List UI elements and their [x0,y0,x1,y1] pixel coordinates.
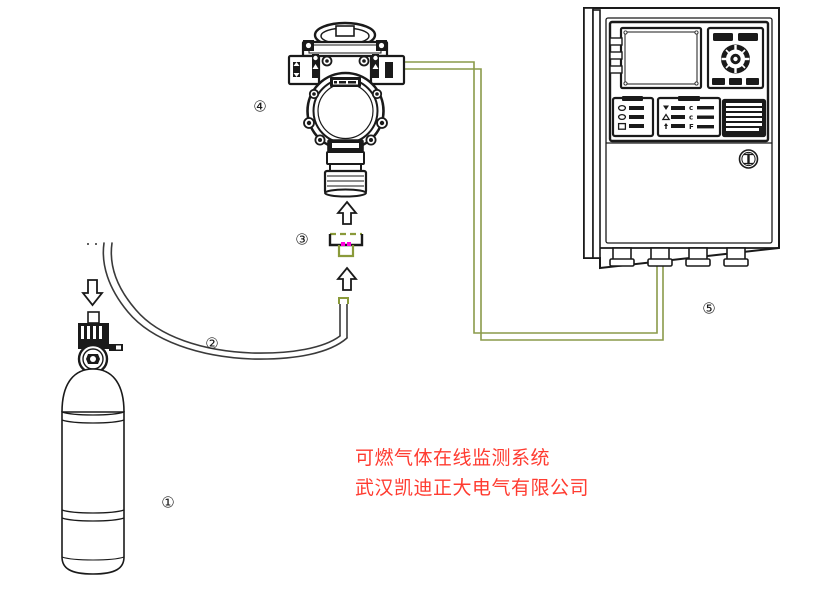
cylinder-shoulder [61,368,125,413]
cylinder-outlet-nipple [87,311,100,324]
gas-detector[interactable] [287,21,406,198]
callout-2: ② [205,335,218,353]
callout-3-label: ③ [295,231,308,249]
gas-hose [102,242,348,360]
detector-sensor-cap-ridges [327,175,364,187]
gas-cylinder[interactable] [61,243,125,575]
door-lock[interactable] [738,149,759,169]
detector-bracket-corners [303,40,387,51]
caption-block: 可燃气体在线监测系统 武汉凯迪正大电气有限公司 [355,447,589,499]
lcd-display[interactable] [619,26,703,90]
panel-side-tabs [609,37,623,74]
cylinder-body [61,411,125,575]
cylinder-base-edge [61,556,125,561]
cylinder-band-lower [61,509,125,522]
callout-5-label: ⑤ [702,300,715,318]
arrow-adapter-to-detector [336,200,358,225]
callout-1-label: ① [161,494,174,512]
svg-text:F: F [689,123,694,131]
adapter-stem [337,245,355,258]
signal-cable [403,61,664,341]
adapter-seal-mark-right [347,242,351,246]
svg-text:c: c [689,104,693,112]
gas-hose-olive-tip [338,297,349,304]
detector-lower-hub [327,139,364,153]
keypad-module[interactable] [706,26,765,90]
cable-glands [609,247,749,267]
indicator-panel-middle: c c F [656,96,722,138]
detector-clamp-bolts [321,55,370,67]
detector-body [306,71,385,151]
indicator-panel-left [611,96,655,138]
cylinder-side-port [109,344,123,351]
navigation-wheel[interactable] [721,44,750,74]
keypad-button-top-right[interactable] [738,33,758,41]
callout-3: ③ [295,231,308,249]
detector-support-posts [312,54,379,78]
cable-gland-3 [685,247,711,267]
gas-hose-end-segment [339,304,348,338]
adapter-seal-mark-left [341,242,345,246]
cylinder-hose-stub [87,243,97,245]
cylinder-band-upper [61,411,125,424]
caption-line-2: 武汉凯迪正大电气有限公司 [355,477,589,499]
detector-sensor-neck [326,151,365,172]
keypad-button-bottom-1[interactable] [712,78,725,85]
keypad-button-bottom-2[interactable] [729,78,742,85]
arrow-hose-to-adapter [336,266,358,291]
detector-label-badge [330,77,361,87]
detector-junction-box-right [369,54,406,86]
arrow-cylinder-connect [81,279,104,307]
cable-gland-1 [609,247,635,267]
keypad-button-top-left[interactable] [713,33,733,41]
callout-2-label: ② [205,335,218,353]
speaker-grille [721,98,767,138]
cable-gland-2 [647,247,673,267]
control-panel[interactable]: c c F [583,7,780,270]
callout-4-label: ④ [253,98,266,116]
callout-1: ① [161,494,174,512]
keypad-button-bottom-3[interactable] [746,78,759,85]
detector-sensor-opening [324,188,367,198]
callout-5: ⑤ [702,300,715,318]
panel-hinge-strip [583,7,601,259]
cable-gland-4 [723,247,749,267]
cylinder-valve-handwheel[interactable] [77,343,109,375]
svg-text:c: c [689,114,693,122]
caption-line-1: 可燃气体在线监测系统 [355,447,550,469]
calibration-adapter[interactable] [328,232,364,258]
callout-4: ④ [253,98,266,116]
adapter-body [328,234,364,247]
